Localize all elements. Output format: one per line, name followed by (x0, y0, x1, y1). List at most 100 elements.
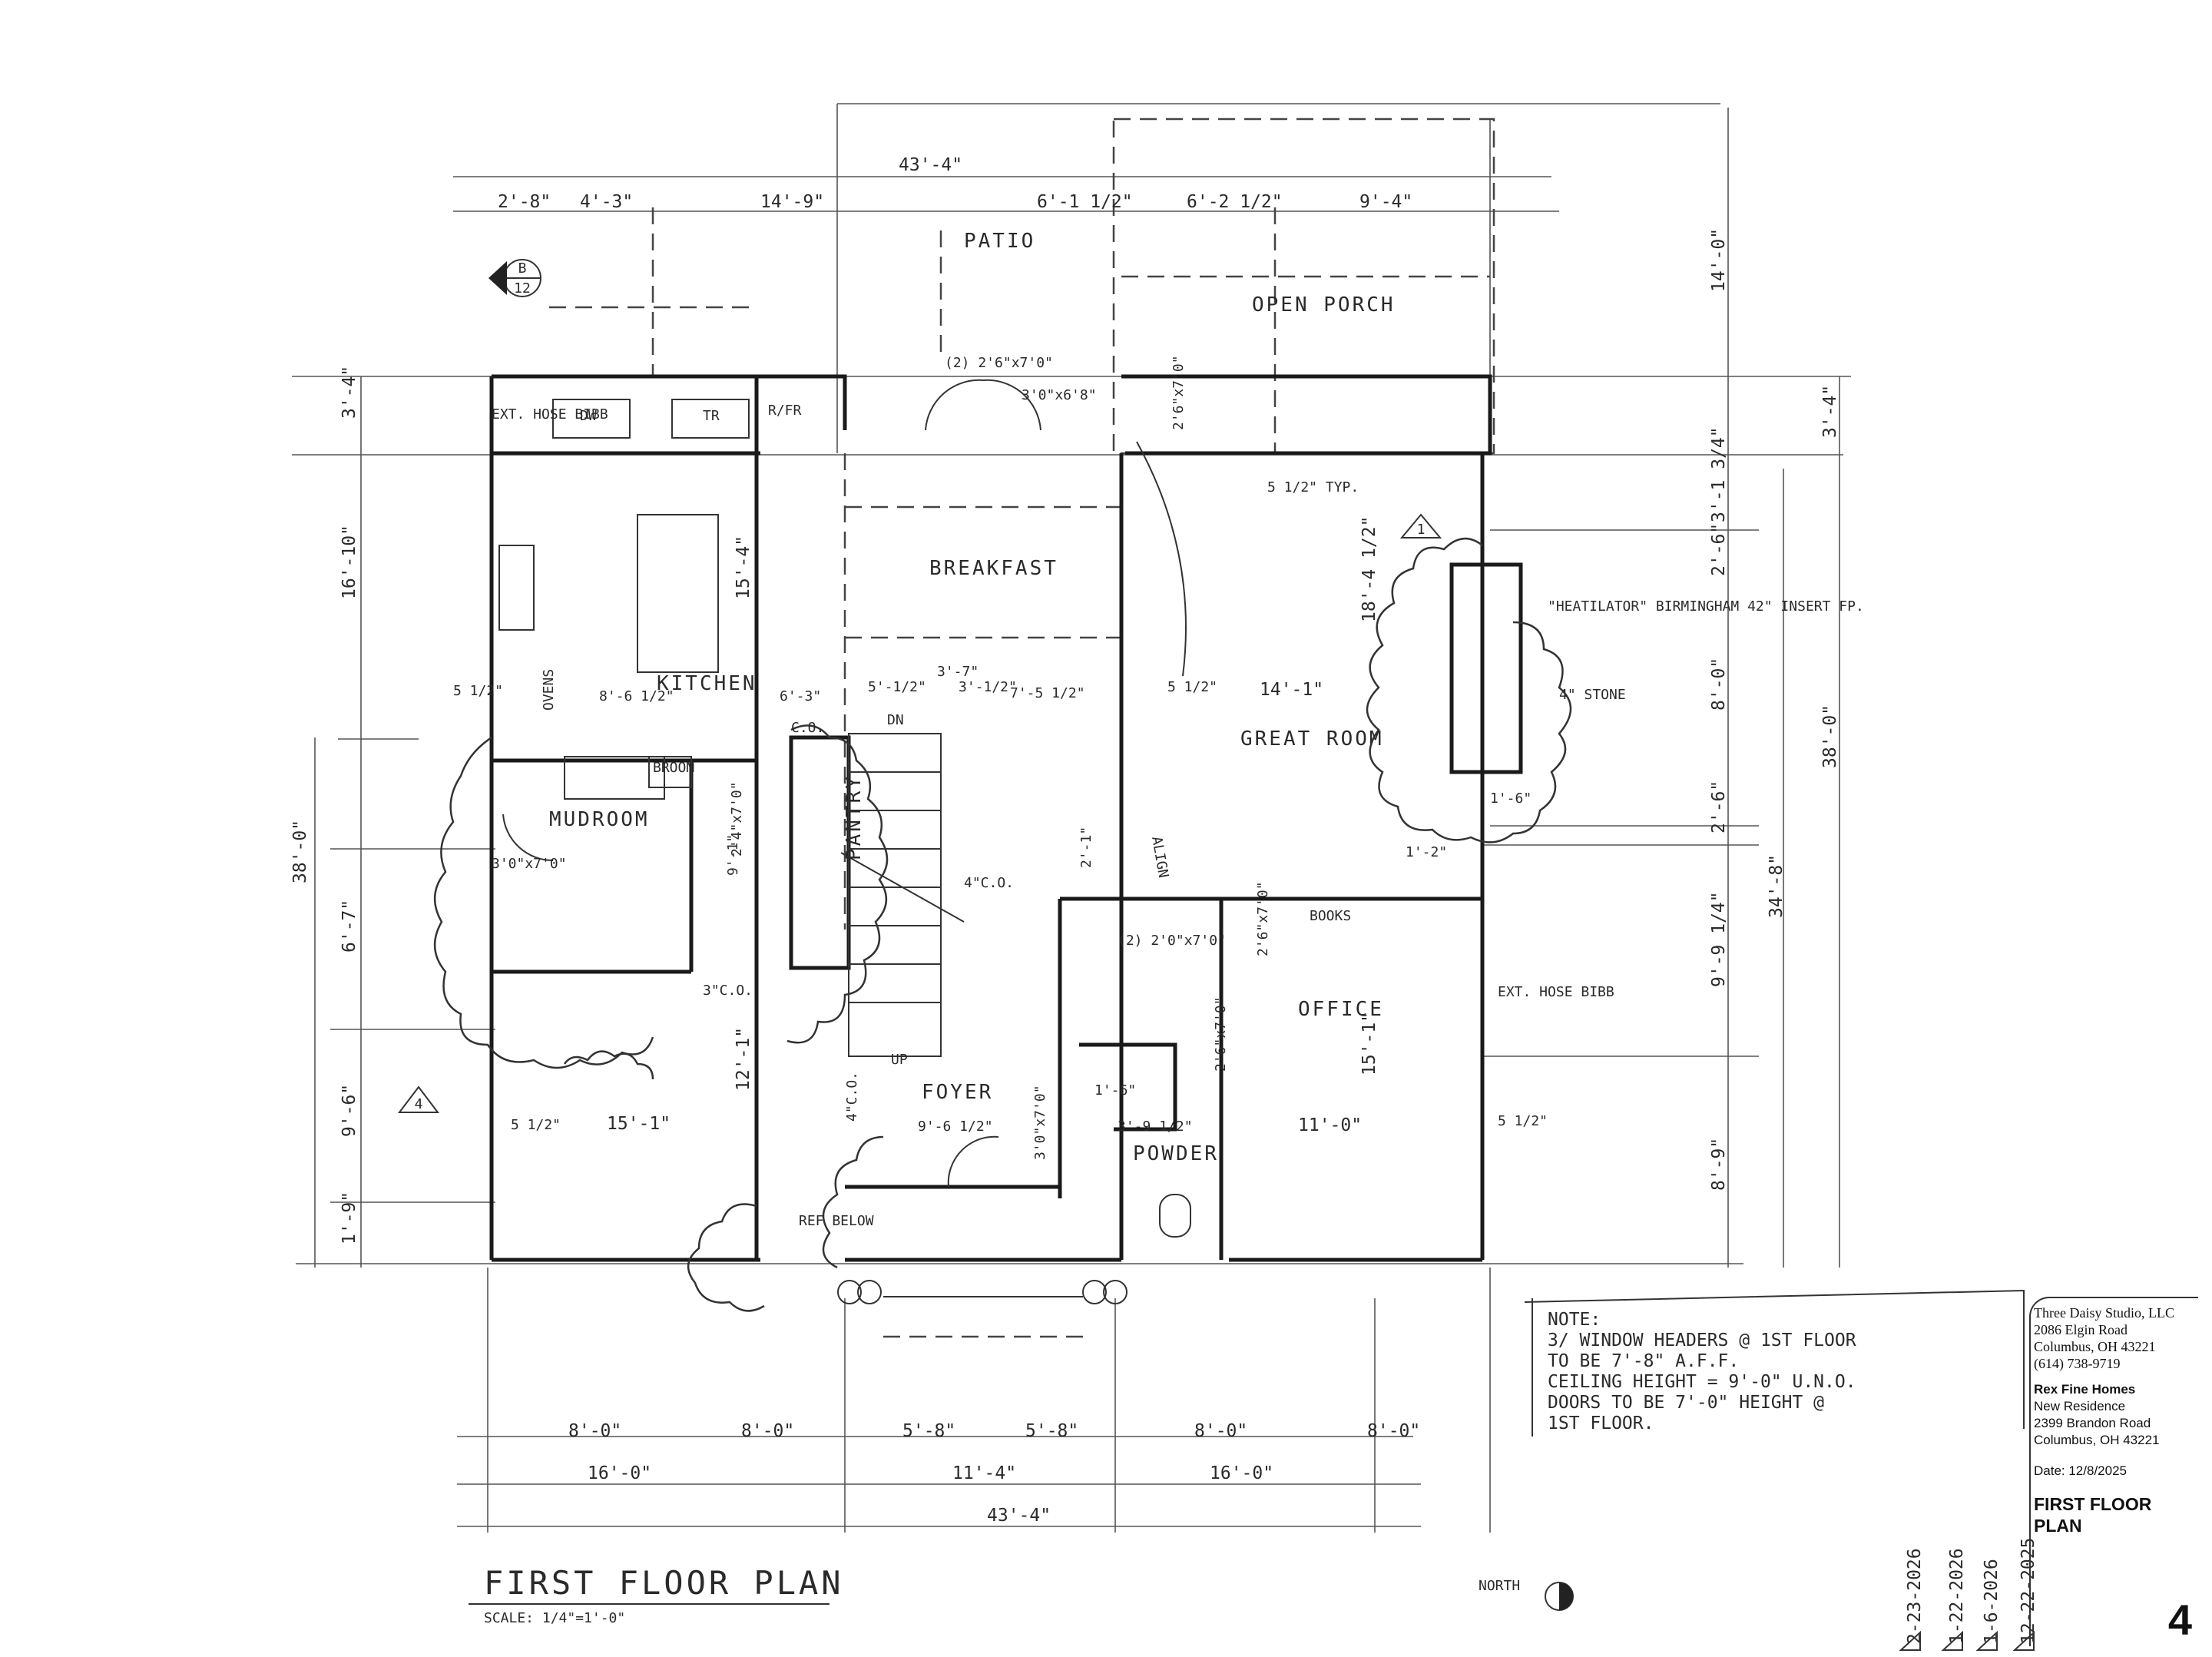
dim-half-1: 5 1/2" (453, 683, 503, 699)
typ-label: 5 1/2" TYP. (1267, 479, 1359, 495)
section-marker-bottom: 12 (514, 280, 531, 297)
dim-stair-b: 3'-7" (937, 664, 979, 680)
firm-name: Three Daisy Studio, LLC (2034, 1305, 2174, 1321)
dim-top-5: 6'-2 1/2" (1187, 192, 1283, 212)
dim-dining-h: 12'-1" (733, 1027, 753, 1091)
revision-2: 1-6-2026 (1975, 1559, 2002, 1651)
dim-right-7: 8'-9" (1709, 1138, 1729, 1191)
firm-city: Columbus, OH 43221 (2034, 1339, 2156, 1354)
drawing-date: Date: 12/8/2025 (2034, 1463, 2127, 1478)
dn-label: DN (887, 712, 904, 728)
co-label-4: 3"C.O. (703, 983, 753, 999)
align-label: ALIGN (1148, 835, 1171, 879)
dim-fp-b: 1'-2" (1406, 844, 1447, 860)
room-office: OFFICE (1298, 998, 1384, 1021)
dim-top-1: 2'-8" (498, 192, 551, 212)
door-f-label: 3'0"x6'8" (1022, 387, 1097, 403)
dim-right-sub: 34'-8" (1767, 854, 1786, 918)
dim-powder-h: 1'-6" (1094, 1082, 1136, 1099)
dim-half-2: 5 1/2" (511, 1117, 561, 1133)
section-marker-top: B (518, 260, 527, 277)
dim-left-4: 9'-6" (339, 1084, 359, 1137)
drawing-title-block: FIRST FLOOR PLAN SCALE: 1/4"=1'-0" 2399 (469, 1564, 844, 1626)
dim-co-w: 6'-3" (780, 688, 821, 704)
dim-left-overall: 38'-0" (290, 820, 310, 883)
dim-powder-w: 3'-9 1/2" (1118, 1118, 1193, 1135)
co-label-3: 4"C.O. (844, 1072, 860, 1122)
dim-bottom-c1: 16'-0" (588, 1463, 651, 1483)
dim-half-4: 5 1/2" (1167, 679, 1217, 695)
note-line-3: CEILING HEIGHT = 9'-0" U.N.O. (1548, 1372, 1856, 1392)
dim-dining-w: 15'-1" (607, 1114, 671, 1134)
svg-text:12-22-2025: 12-22-2025 (2018, 1538, 2038, 1644)
dim-bottom-5: 8'-0" (1194, 1421, 1247, 1441)
ovens-label: OVENS (541, 669, 557, 711)
dim-bottom-overall: 43'-4" (987, 1506, 1051, 1526)
door-e-label: 2'4"x7'0" (729, 781, 745, 857)
revision-tag-1: 1 (1399, 513, 1442, 539)
note-line-5: 1ST FLOOR. (1548, 1413, 1654, 1433)
fixtures (498, 379, 1191, 1304)
dim-stair-c: 3'-1/2" (959, 679, 1017, 695)
sheet-title-line-2: PLAN (2034, 1516, 2082, 1536)
dim-books-h: 2'-1" (1078, 827, 1094, 868)
door-a-label: 2'6"x7'0" (1171, 355, 1187, 430)
north-arrow: NORTH (1479, 1578, 1574, 1611)
dim-top-2: 4'-3" (580, 192, 633, 212)
room-mudroom: MUDROOM (549, 808, 650, 831)
dim-kitchen-h: 15'-4" (733, 535, 753, 599)
revision-3: 1-22-2026 (1941, 1548, 1967, 1651)
room-labels: PATIO OPEN PORCH BREAKFAST GREAT ROOM KI… (549, 230, 1393, 1165)
revision-1: 12-22-2025 (2012, 1538, 2038, 1651)
bottom-dimensions: 8'-0" 8'-0" 5'-8" 5'-8" 8'-0" 8'-0" 16'-… (568, 1421, 1420, 1526)
up-label: UP (891, 1052, 908, 1068)
co-label-2: 4"C.O. (964, 875, 1014, 891)
room-powder: POWDER (1133, 1142, 1219, 1165)
dim-bottom-4: 5'-8" (1025, 1421, 1078, 1441)
dim-bottom-c3: 16'-0" (1210, 1463, 1273, 1483)
dim-right-overall: 38'-0" (1820, 704, 1840, 768)
project-name: New Residence (2034, 1399, 2126, 1413)
top-dimensions: 43'-4" 2'-8" 4'-3" 14'-9" 6'-1 1/2" 6'-2… (498, 155, 1729, 292)
dim-right-2: 3'-1 3/4" (1709, 426, 1729, 522)
tr-label: TR (703, 408, 720, 424)
dim-kitchen-w: 8'-6 1/2" (599, 688, 674, 704)
dim-half-3: 5 1/2" (1498, 1113, 1548, 1129)
co-label-1: C.O. (791, 720, 824, 736)
sheet-number: 4 (2167, 1596, 2192, 1644)
dim-office-h: 15'-1" (1359, 1012, 1379, 1075)
broom-label: BROOM (653, 760, 694, 776)
dim-office-w: 11'-0" (1298, 1115, 1362, 1135)
dim-breakfast-w: 7'-5 1/2" (1010, 685, 1085, 701)
drawing-scale: SCALE: 1/4"=1'-0" (484, 1610, 625, 1626)
svg-text:2-23-2026: 2-23-2026 (1905, 1548, 1925, 1644)
dim-great-h: 18'-4 1/2" (1359, 516, 1379, 622)
dim-bottom-2: 8'-0" (741, 1421, 794, 1441)
north-label: NORTH (1479, 1578, 1520, 1594)
heatilator-label: "HEATILATOR" BIRMINGHAM 42" INSERT FP. (1548, 598, 1864, 615)
dim-bottom-3: 5'-8" (902, 1421, 955, 1441)
dim-right-1: 3'-4" (1820, 385, 1840, 438)
revision-tag-4: 4 (397, 1085, 440, 1113)
ext-hose-bibb-right: EXT. HOSE BIBB (1498, 984, 1614, 1000)
room-kitchen: KITCHEN (657, 672, 757, 695)
svg-text:1-6-2026: 1-6-2026 (1982, 1559, 2002, 1644)
note-line-4: DOORS TO BE 7'-0" HEIGHT @ (1548, 1393, 1824, 1413)
drawing-title: FIRST FLOOR PLAN (484, 1564, 844, 1602)
room-foyer: FOYER (922, 1081, 993, 1104)
dim-right-3: 2'-6" (1709, 523, 1729, 576)
note-heading: NOTE: (1548, 1310, 1601, 1330)
room-books: BOOKS (1310, 908, 1351, 924)
room-breakfast: BREAKFAST (929, 557, 1058, 580)
note-line-2: TO BE 7'-8" A.F.F. (1548, 1351, 1739, 1371)
dim-bottom-c2: 11'-4" (952, 1463, 1016, 1483)
room-pantry: PANTRY (843, 774, 866, 860)
dim-left-1: 3'-4" (339, 366, 359, 419)
ref-below-label: REF BELOW (799, 1213, 874, 1229)
door-d-label: 2'6"x7'0" (1213, 996, 1229, 1072)
patio-door-label: (2) 2'6"x7'0" (945, 355, 1053, 371)
revision-clouds (433, 538, 1572, 1312)
project-address: 2399 Brandon Road (2034, 1416, 2151, 1430)
firm-phone: (614) 738-9719 (2034, 1356, 2121, 1371)
